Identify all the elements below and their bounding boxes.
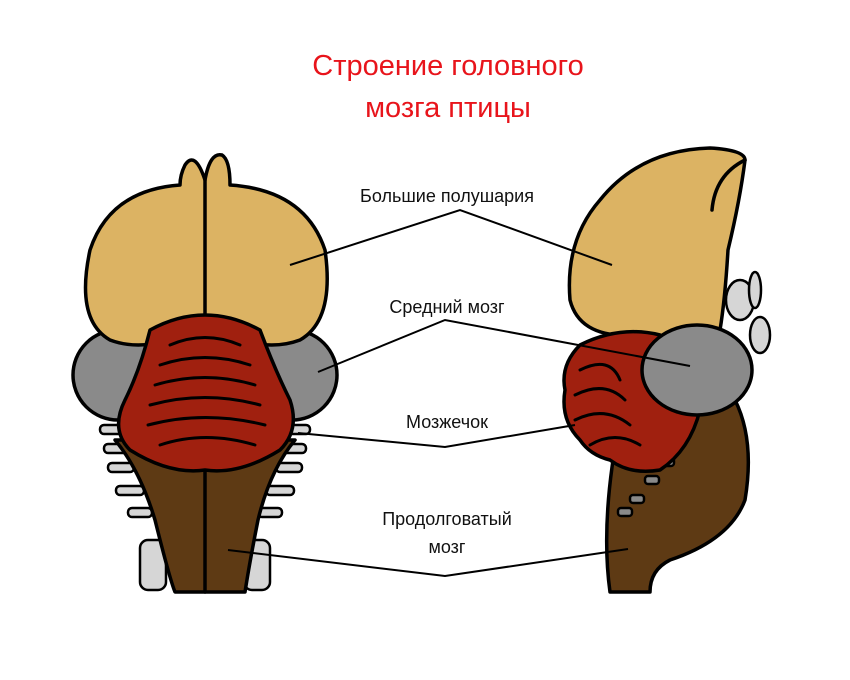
- cerebellum-left: [116, 313, 296, 473]
- label-medulla-line-2: мозг: [428, 537, 465, 557]
- hemisphere-right: [567, 146, 747, 339]
- label-hemispheres: Большие полушария: [360, 186, 534, 206]
- label-medulla-line-1: Продолговатый: [382, 509, 512, 529]
- title-line-2: мозга птицы: [365, 92, 531, 124]
- dorsal-view-brain: [71, 152, 339, 594]
- midbrain-right: [640, 323, 754, 417]
- title-line-1: Строение головного: [312, 50, 583, 82]
- label-cerebellum: Мозжечок: [406, 412, 488, 432]
- label-midbrain: Средний мозг: [389, 297, 505, 317]
- nerve-roots-right: [724, 270, 772, 355]
- lateral-view-brain: [562, 146, 772, 594]
- leader-lines: [227, 208, 691, 578]
